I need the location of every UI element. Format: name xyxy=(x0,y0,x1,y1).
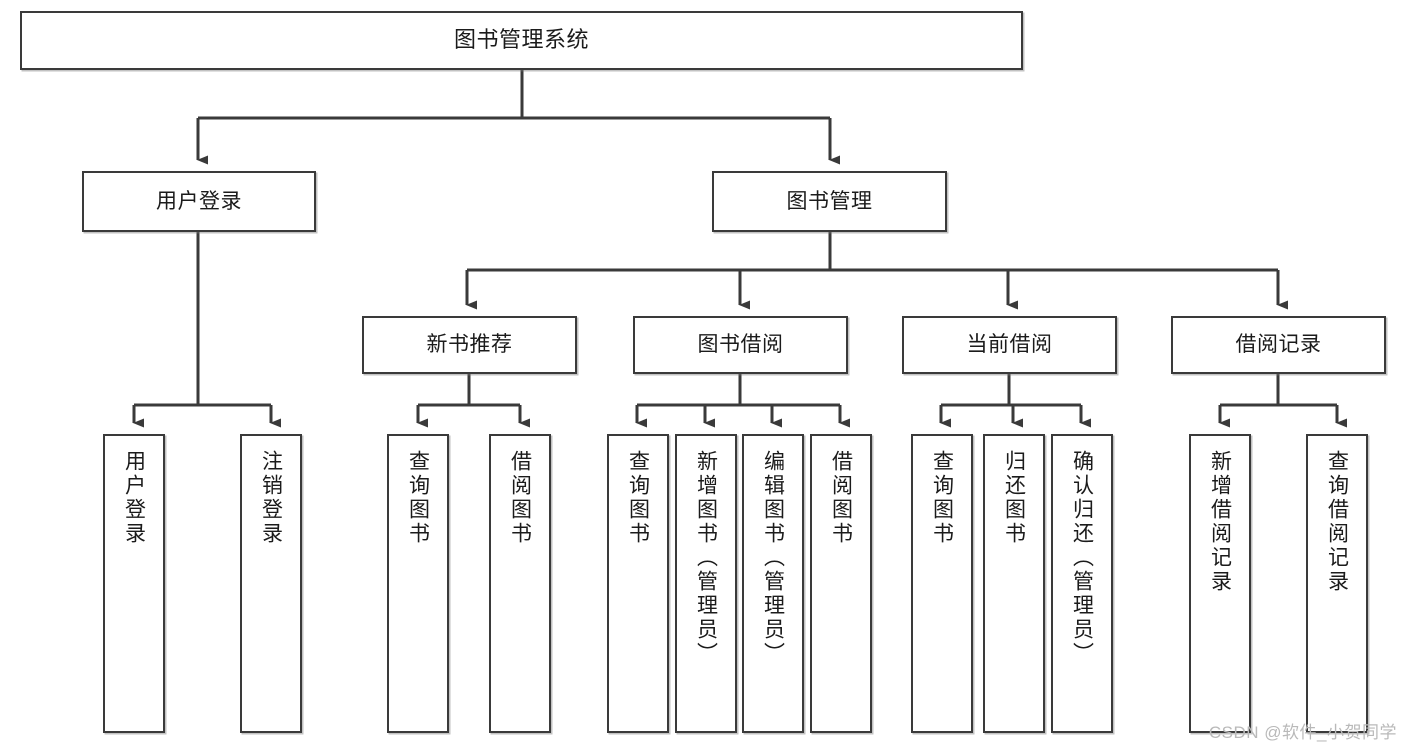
node-user-login[interactable]: 用户登录 xyxy=(82,171,316,232)
node-root-label: 图书管理系统 xyxy=(453,27,589,53)
node-book-borrow-label: 图书借阅 xyxy=(697,333,784,357)
node-leaf-edit-book-label: 编辑图书（管理员） xyxy=(761,450,785,666)
watermark: CSDN @软件_小贺同学 xyxy=(1208,723,1397,742)
node-current-borrow-label: 当前借阅 xyxy=(966,333,1053,357)
node-leaf-query-record[interactable]: 查询借阅记录 xyxy=(1306,434,1368,733)
node-leaf-query-record-label: 查询借阅记录 xyxy=(1325,450,1349,594)
node-book-manage-label: 图书管理 xyxy=(786,189,873,213)
node-leaf-add-book-label: 新增图书（管理员） xyxy=(694,450,718,666)
node-leaf-borrow-book-1[interactable]: 借阅图书 xyxy=(489,434,551,733)
node-current-borrow[interactable]: 当前借阅 xyxy=(902,316,1117,374)
node-leaf-borrow-book-1-label: 借阅图书 xyxy=(508,450,532,546)
node-leaf-add-record-label: 新增借阅记录 xyxy=(1208,450,1232,594)
node-new-book-rec-label: 新书推荐 xyxy=(426,333,513,357)
node-leaf-return-book-label: 归还图书 xyxy=(1002,450,1026,546)
node-leaf-user-login[interactable]: 用户登录 xyxy=(103,434,165,733)
node-leaf-borrow-book-2-label: 借阅图书 xyxy=(829,450,853,546)
node-leaf-borrow-book-2[interactable]: 借阅图书 xyxy=(810,434,872,733)
node-leaf-add-book[interactable]: 新增图书（管理员） xyxy=(675,434,737,733)
node-leaf-query-book-2[interactable]: 查询图书 xyxy=(607,434,669,733)
node-new-book-rec[interactable]: 新书推荐 xyxy=(362,316,577,374)
node-leaf-add-record[interactable]: 新增借阅记录 xyxy=(1189,434,1251,733)
node-leaf-user-login-label: 用户登录 xyxy=(122,450,146,546)
node-borrow-record-label: 借阅记录 xyxy=(1235,333,1322,357)
node-leaf-query-book-1-label: 查询图书 xyxy=(406,450,430,546)
node-borrow-record[interactable]: 借阅记录 xyxy=(1171,316,1386,374)
node-leaf-edit-book[interactable]: 编辑图书（管理员） xyxy=(742,434,804,733)
node-leaf-user-logout[interactable]: 注销登录 xyxy=(240,434,302,733)
node-user-login-label: 用户登录 xyxy=(156,189,242,213)
node-book-borrow[interactable]: 图书借阅 xyxy=(633,316,848,374)
node-leaf-confirm-return-label: 确认归还（管理员） xyxy=(1070,450,1094,666)
node-book-manage[interactable]: 图书管理 xyxy=(712,171,947,232)
node-leaf-confirm-return[interactable]: 确认归还（管理员） xyxy=(1051,434,1113,733)
node-leaf-query-book-3-label: 查询图书 xyxy=(930,450,954,546)
node-leaf-query-book-1[interactable]: 查询图书 xyxy=(387,434,449,733)
node-leaf-query-book-2-label: 查询图书 xyxy=(626,450,650,546)
node-leaf-return-book[interactable]: 归还图书 xyxy=(983,434,1045,733)
node-leaf-query-book-3[interactable]: 查询图书 xyxy=(911,434,973,733)
node-root[interactable]: 图书管理系统 xyxy=(20,11,1023,70)
node-leaf-user-logout-label: 注销登录 xyxy=(259,450,283,546)
